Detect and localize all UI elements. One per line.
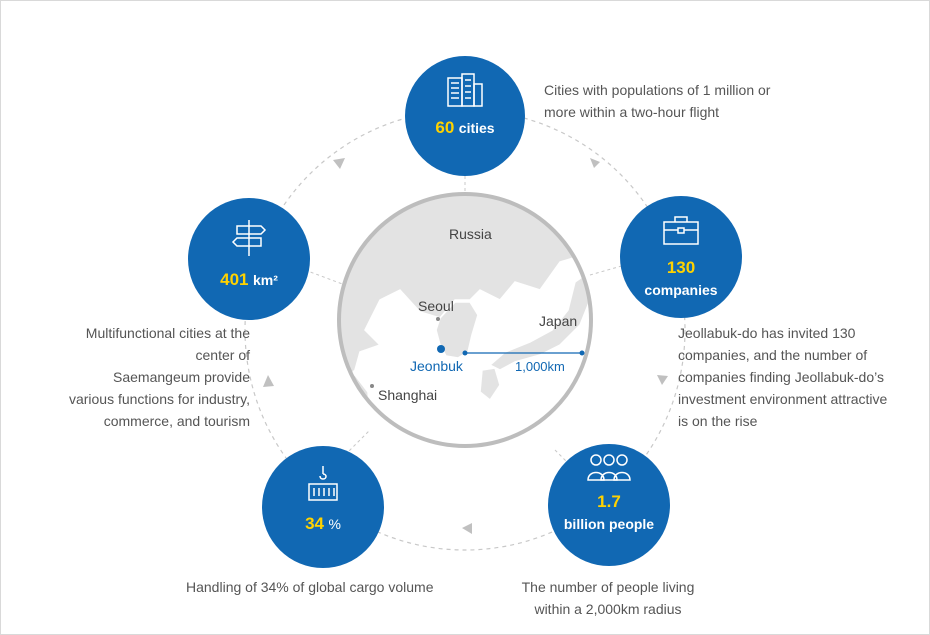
dashed-ring — [244, 109, 686, 551]
area-value: 401 — [220, 270, 249, 289]
area-unit: km² — [252, 272, 278, 288]
node-people: 1.7 billion people — [548, 444, 670, 566]
arrow-head — [590, 158, 600, 168]
cities-description: Cities with populations of 1 million or … — [544, 82, 771, 120]
map-label-russia: Russia — [449, 226, 492, 242]
seoul-dot — [436, 317, 440, 321]
map-label-japan: Japan — [539, 313, 578, 329]
arrow-head — [263, 375, 274, 387]
cargo-value: 34 — [305, 514, 324, 533]
map-label-seoul: Seoul — [418, 298, 454, 314]
signpost-icon — [229, 218, 269, 263]
spoke-area — [304, 269, 346, 286]
landmass-sakhalin — [571, 199, 586, 247]
map-label-jeonbuk: Jeonbuk — [410, 358, 463, 374]
companies-unit: companies — [644, 282, 718, 298]
cargo-description: Handling of 34% of global cargo volume — [186, 579, 434, 595]
people-icon — [586, 452, 632, 489]
node-area: 401 km² — [188, 198, 310, 320]
people-unit: billion people — [563, 516, 655, 532]
arrow-head — [333, 158, 345, 169]
spoke-companies — [589, 264, 626, 276]
map-label-shanghai: Shanghai — [378, 387, 438, 403]
map-label-distance: 1,000km — [515, 359, 565, 374]
companies-value: 130 — [666, 258, 696, 277]
arrow-head — [462, 523, 472, 534]
briefcase-icon — [661, 214, 701, 251]
area-description: Multifunctional cities at the center of … — [68, 325, 250, 429]
cities-unit: cities — [458, 120, 495, 136]
cargo-unit: % — [328, 516, 341, 532]
jeonbuk-dot — [437, 345, 445, 353]
node-cargo: 34 % — [262, 446, 384, 568]
spoke-people — [554, 449, 576, 471]
landmass-japan-kyushu — [479, 367, 501, 402]
node-companies: 130 companies — [620, 196, 742, 318]
distance-end-dot — [579, 350, 585, 356]
cargo-crane-icon — [303, 464, 343, 509]
cities-value: 60 — [435, 118, 455, 137]
node-cities: 60 cities — [405, 56, 525, 176]
shanghai-dot — [370, 384, 374, 388]
arrow-head — [657, 375, 668, 385]
companies-description: Jeollabuk-do has invited 130 companies, … — [678, 325, 888, 429]
landmass-korea — [435, 301, 479, 359]
buildings-icon — [445, 72, 485, 113]
people-value: 1.7 — [597, 492, 621, 511]
people-description: The number of people living within a 2,0… — [521, 579, 695, 617]
distance-start-dot — [462, 350, 468, 356]
